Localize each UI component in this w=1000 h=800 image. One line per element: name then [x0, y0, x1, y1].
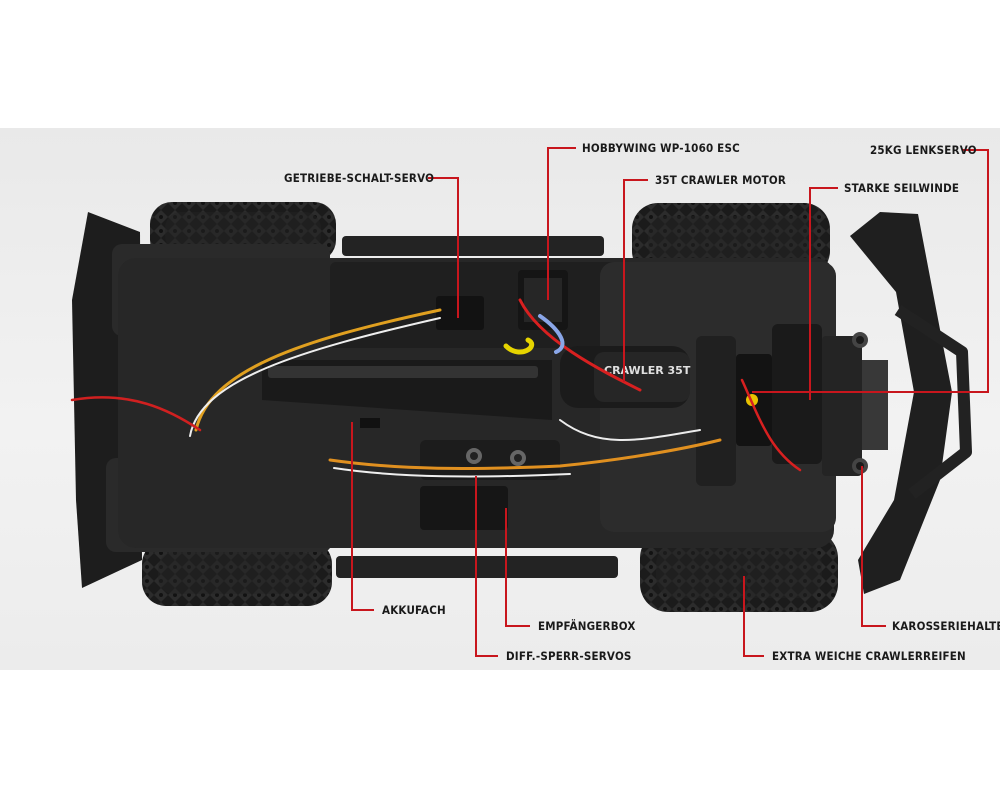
- label-winch: STARKE SEILWINDE: [844, 181, 960, 195]
- tire-front-bottom: [640, 530, 838, 612]
- label-battery-tray: AKKUFACH: [382, 603, 446, 617]
- crawler-motor: CRAWLER 35T: [560, 346, 691, 408]
- front-bumper: [850, 212, 952, 594]
- leader-diff-servos: [475, 476, 498, 657]
- leader-body-mount: [861, 466, 886, 627]
- label-steering-servo: 25KG LENKSERVO: [870, 143, 977, 157]
- label-shift-servo: GETRIEBE-SCHALT-SERVO: [284, 171, 435, 185]
- leader-winch: [809, 187, 838, 400]
- wiring-harness: [70, 298, 802, 478]
- label-tires: EXTRA WEICHE CRAWLERREIFEN: [772, 649, 966, 663]
- label-body-mount: KAROSSERIEHALTER: [892, 619, 1000, 633]
- leader-receiver-box: [505, 508, 530, 627]
- leader-lines: [351, 147, 989, 657]
- leader-battery-tray: [351, 422, 374, 611]
- label-receiver-box: EMPFÄNGERBOX: [538, 619, 636, 633]
- motor-can-label: CRAWLER 35T: [604, 364, 691, 377]
- receiver-box-unit: [420, 486, 508, 530]
- leader-esc: [547, 147, 576, 300]
- label-esc: HOBBYWING WP-1060 ESC: [582, 141, 740, 155]
- front-axle: [696, 336, 736, 486]
- label-motor: 35T CRAWLER MOTOR: [655, 173, 787, 187]
- shift-servo-unit: [436, 296, 484, 330]
- leader-motor: [623, 179, 648, 382]
- leader-tires: [743, 576, 764, 657]
- leader-shift-servo: [428, 177, 459, 318]
- winch-unit: [772, 324, 822, 464]
- leader-steering-servo: [752, 149, 989, 393]
- tire-rear-bottom: [142, 540, 332, 606]
- transmission-housing: [420, 440, 560, 480]
- rock-slider-top: [342, 236, 604, 256]
- label-diff-servos: DIFF.-SPERR-SERVOS: [506, 649, 632, 663]
